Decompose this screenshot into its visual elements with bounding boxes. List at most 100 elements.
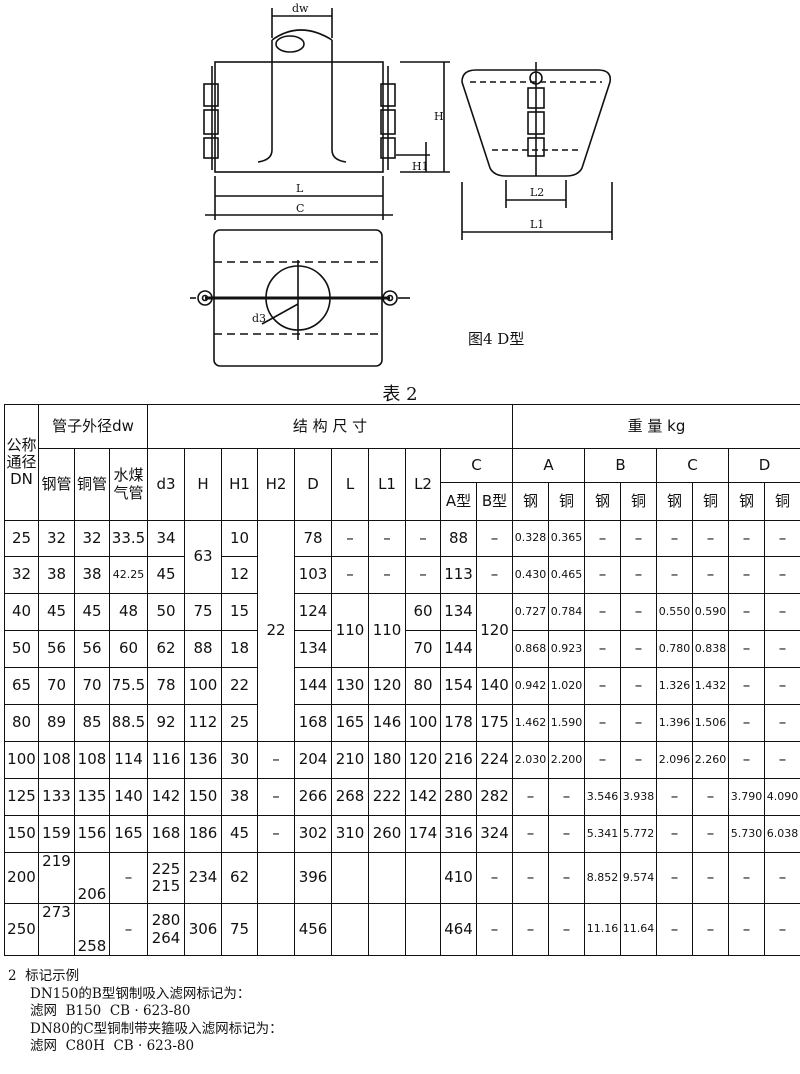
cell-A-copper: – [548,778,586,816]
cell-H: 75 [184,593,223,631]
hd-copper: 铜 [764,482,800,521]
cell-H: 100 [184,667,223,705]
cell-D: 266 [294,778,333,816]
cell-B-steel: – [584,741,622,779]
cell-d3: 116 [147,741,186,779]
table-row: 100 108 108 114 116 136 30 – 204 210 180… [4,741,800,779]
cell-steel-od: 38 [38,556,75,594]
cell-CA: 88 [440,520,478,557]
cell-D-copper: – [764,704,800,742]
cell-C-steel: 1.396 [656,704,694,742]
cell-gas-od: 48 [108,593,149,631]
cell-copper-od: 206 [74,852,110,904]
notes-line: DN80的C型铜制带夹箍吸入滤网标记为： [30,1020,283,1037]
hd-L: L [331,448,370,521]
cell-B-copper: – [620,704,658,742]
cell-CA: 410 [440,852,478,904]
cell-B-steel: 5.341 [584,815,622,853]
cell-L: 210 [331,741,370,779]
label-H1: H1 [412,160,429,173]
table-row: 65 70 70 75.5 78 100 22 144 130 120 80 1… [4,667,800,705]
cell-B-steel: 11.16 [584,903,622,956]
cell-d3: 45 [147,556,186,594]
cell-D-steel: – [728,556,766,594]
cell-dn: 150 [4,815,39,853]
cell-CB: 324 [476,815,514,853]
cell-L1: 222 [368,778,407,816]
cell-steel-od: 219 [38,852,75,904]
cell-C-steel: – [656,520,694,557]
hd-weight-B: B [584,448,658,483]
hd-type-A: A型 [440,482,478,521]
cell-B-copper: – [620,667,658,705]
cell-A-steel: 0.727 [512,593,550,631]
cell-L: – [331,520,370,557]
cell-L1: 120 [368,667,407,705]
cell-A-copper: 0.365 [548,520,586,557]
cell-C-copper: 0.838 [692,630,730,668]
hd-d3: d3 [147,448,186,521]
cell-D-copper: – [764,903,800,956]
cell-H: 150 [184,778,223,816]
cell-B-steel: – [584,593,622,631]
cell-L2 [405,852,442,904]
cell-dn: 25 [4,520,39,557]
cell-A-steel: 1.462 [512,704,550,742]
cell-C-copper: 1.506 [692,704,730,742]
pipe-outline [257,40,347,163]
cell-CB: 282 [476,778,514,816]
cell-C-copper: – [692,815,730,853]
cell-A-steel: 0.942 [512,667,550,705]
cell-H: 234 [184,852,223,904]
cell-L1 [368,903,407,956]
cell-D: 124 [294,593,333,631]
cell-d3: 168 [147,815,186,853]
cell-C-steel: 0.780 [656,630,694,668]
cell-copper-od: 38 [74,556,110,594]
cell-steel-od: 108 [38,741,75,779]
cell-D-steel: – [728,630,766,668]
cell-C-steel: – [656,903,694,956]
cell-L: 130 [331,667,370,705]
cell-H2 [257,903,296,956]
table-row: 40 45 45 48 50 75 15 124 110 110 60 134 … [4,593,800,668]
cell-dn: 50 [4,630,39,668]
cell-D-steel: 3.790 [728,778,766,816]
table-row: 32 38 38 42.25 45 12 103 – – – 113 – 0.4… [4,556,800,594]
cell-B-copper: – [620,520,658,557]
cell-d3-steel: 225 [151,859,181,878]
cell-B-copper: – [620,593,658,631]
cell-D-steel: – [728,852,766,904]
cell-B-copper: 11.64 [620,903,658,956]
hd-gas-pipe: 水煤气管 [108,448,149,521]
cell-C-steel: – [656,556,694,594]
cell-B-steel: – [584,630,622,668]
cell-C-copper: – [692,778,730,816]
cell-dn: 125 [4,778,39,816]
cell-L [331,852,370,904]
cell-C-steel: – [656,778,694,816]
cell-D-steel: 5.730 [728,815,766,853]
cell-B-steel: – [584,704,622,742]
cell-L2: 70 [405,630,442,668]
cell-B-steel: – [584,667,622,705]
cell-H2 [257,852,296,904]
cell-C-copper: – [692,556,730,594]
cell-L2: 100 [405,704,442,742]
front-view-body [461,69,612,177]
side-view-body [214,61,384,173]
cell-H: 186 [184,815,223,853]
cell-D-copper: – [764,520,800,557]
cell-L2 [405,903,442,956]
cell-D-steel: – [728,593,766,631]
hd-copper: 铜 [692,482,730,521]
cell-L2: 174 [405,815,442,853]
cell-H1: 15 [221,593,259,631]
cell-d3-steel: 280 [151,911,181,930]
cell-steel-od: 45 [38,593,75,631]
cell-C-steel: 1.326 [656,667,694,705]
cell-CB: – [476,556,514,594]
table-row: 150 159 156 165 168 186 45 – 302 310 260… [4,815,800,853]
